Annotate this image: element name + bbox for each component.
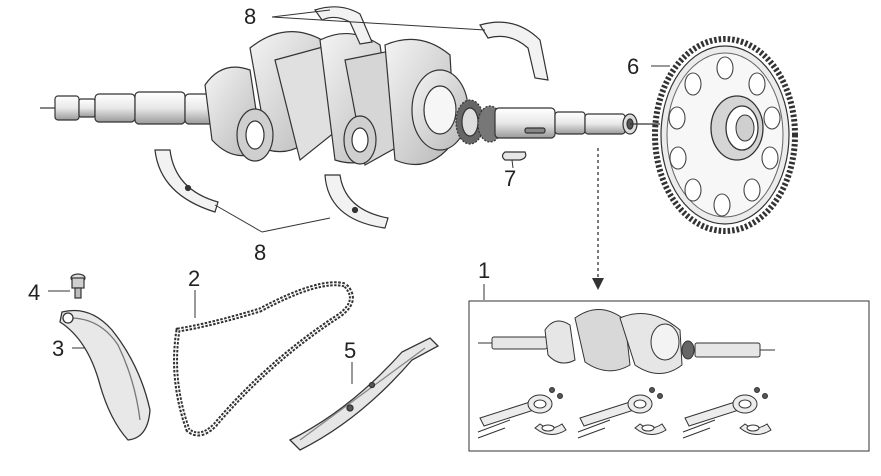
timing-chain xyxy=(173,281,354,437)
callout-8-top: 8 xyxy=(244,4,257,29)
crankshaft-kit-box xyxy=(468,300,870,452)
rod-set-2 xyxy=(577,387,667,439)
dashed-arrow xyxy=(592,148,604,290)
rod-set-1 xyxy=(477,387,567,439)
rod-set-3 xyxy=(682,387,772,439)
callout-6: 6 xyxy=(627,54,640,79)
callout-8-bottom: 8 xyxy=(254,240,267,265)
chain-tensioner-guide xyxy=(59,309,151,441)
woodruff-key xyxy=(501,151,527,161)
flywheel-ring-gear xyxy=(652,36,798,234)
chain-guide-rail xyxy=(288,337,440,451)
callout-3: 3 xyxy=(52,336,65,361)
callout-1: 1 xyxy=(478,258,491,283)
callout-5: 5 xyxy=(344,338,357,363)
callout-7: 7 xyxy=(504,166,517,191)
guide-pivot-bolt xyxy=(70,273,86,299)
main-bearing-shells xyxy=(154,6,549,229)
crankshaft xyxy=(40,31,660,166)
callout-4: 4 xyxy=(28,280,41,305)
callout-2: 2 xyxy=(188,266,201,291)
